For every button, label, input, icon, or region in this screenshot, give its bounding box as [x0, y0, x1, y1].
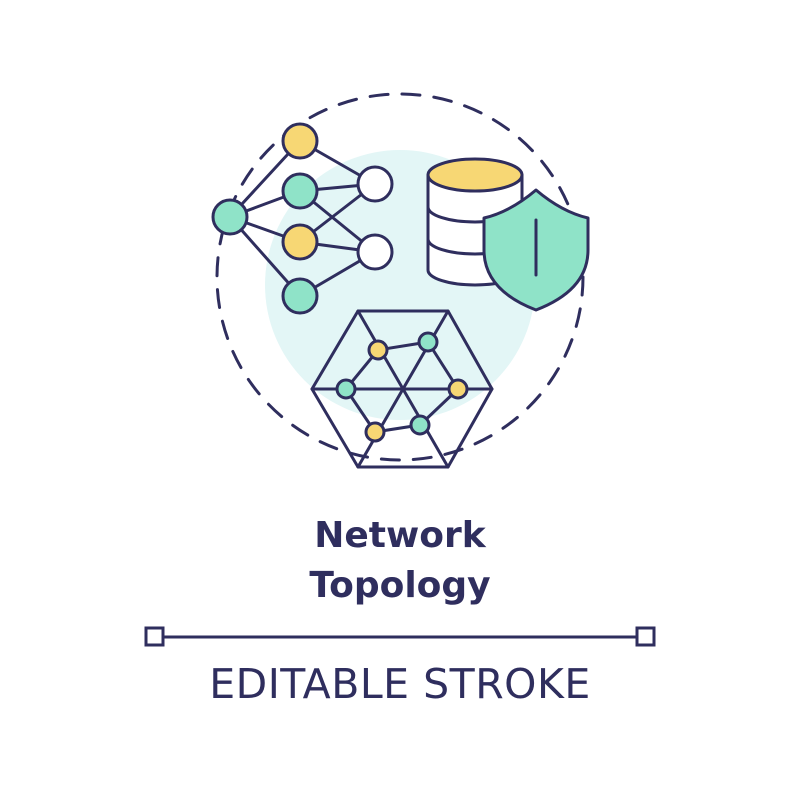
divider-handle-right — [635, 626, 656, 647]
hidden-node-yellow — [281, 223, 319, 261]
database-top — [426, 157, 524, 193]
mesh-node-yellow — [367, 339, 389, 361]
hidden-node-yellow — [281, 122, 319, 160]
mesh-node-yellow — [364, 421, 386, 443]
mesh-node-teal — [409, 414, 431, 436]
hidden-node-teal — [281, 277, 319, 315]
title-line-1: Network — [314, 515, 486, 556]
stroke-divider — [144, 626, 656, 647]
output-node — [356, 233, 394, 271]
output-node — [356, 165, 394, 203]
dashed-circle — [215, 92, 585, 462]
divider-handle-left — [144, 626, 165, 647]
title-line-2: Topology — [309, 565, 491, 606]
input-node — [211, 198, 249, 236]
shield-icon — [482, 188, 590, 312]
hexagon-mesh-icon — [310, 309, 494, 469]
mesh-node-yellow — [447, 378, 469, 400]
mesh-node-teal — [417, 331, 439, 353]
neural-network-icon — [211, 122, 394, 315]
mesh-node-teal — [335, 378, 357, 400]
hidden-node-teal — [281, 172, 319, 210]
editable-stroke-caption: EDITABLE STROKE — [209, 660, 591, 708]
